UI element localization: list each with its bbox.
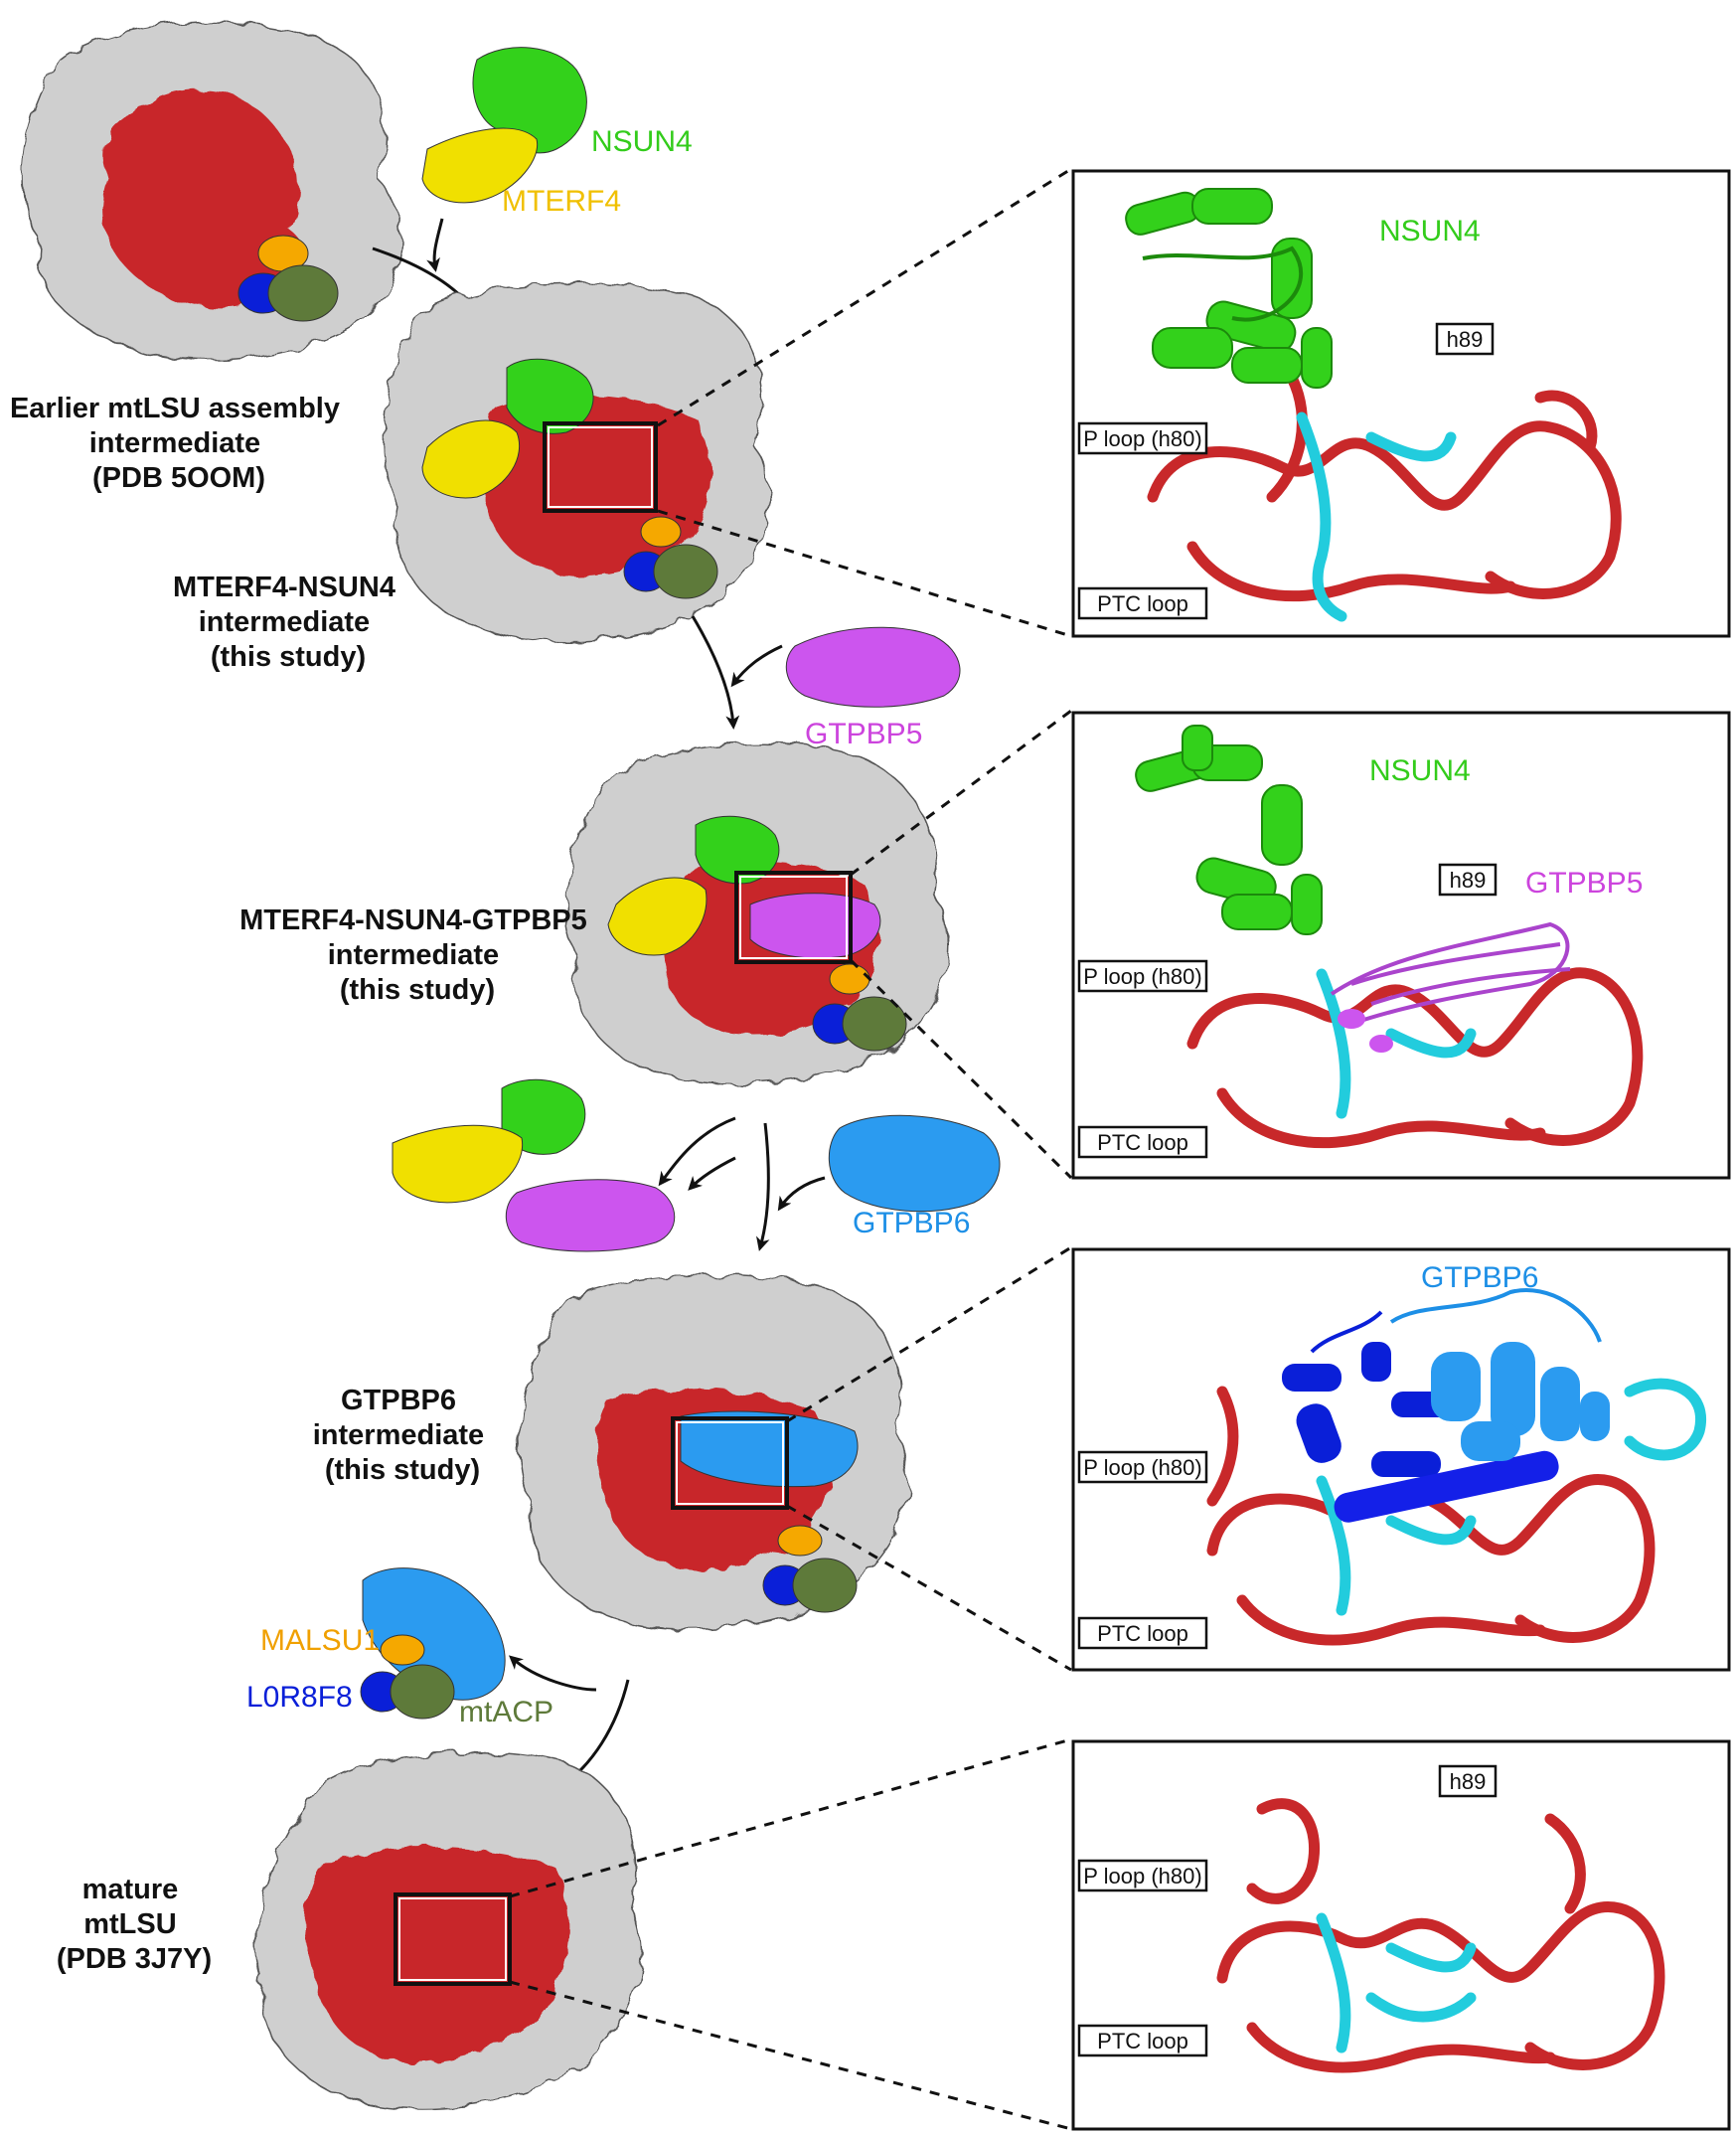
stage-label-mature: mature mtLSU (PDB 3J7Y) (57, 1874, 212, 1975)
zoom4-label-p-loop: P loop (h80) (1083, 1864, 1201, 1888)
released-gtpbp6 (362, 1567, 506, 1701)
zoom1-label-p-loop: P loop (h80) (1083, 426, 1201, 451)
gtpbp5-cartoon (1330, 921, 1571, 1026)
zoom-panel-mterf4-nsun4-gtpbp5: NSUN4 h89 GTPBP5 P loop (h80) PTC loop (1071, 711, 1731, 1180)
gtpbp5-incoming (785, 626, 961, 708)
gtpbp6-incoming (828, 1114, 1001, 1213)
zoom2-label-p-loop: P loop (h80) (1083, 964, 1201, 989)
zoom2-label-gtpbp5: GTPBP5 (1525, 867, 1643, 900)
label-gtpbp5-incoming: GTPBP5 (805, 718, 922, 750)
zoom1-label-ptc-loop: PTC loop (1097, 591, 1188, 616)
label-malsu1: MALSU1 (260, 1624, 380, 1657)
gtpbp6-cartoon (1282, 1288, 1610, 1523)
released-mterf4-nsun4 (392, 1078, 586, 1204)
arrow-stage2-to-3 (691, 615, 740, 730)
nsun4-cartoon-2 (1135, 725, 1323, 935)
zoom-panel-mterf4-nsun4: NSUN4 h89 P loop (h80) PTC loop (1071, 169, 1731, 638)
earlier-mtlsu-structure (21, 21, 402, 362)
zoom2-label-nsun4: NSUN4 (1369, 754, 1471, 787)
gtpbp6-intermediate-structure (520, 1274, 909, 1631)
stage-label-earlier: Earlier mtLSU assembly intermediate (PDB… (10, 393, 348, 494)
arrow-bind-gtpbp5 (730, 644, 783, 688)
stage-label-mterf4-nsun4: MTERF4-NSUN4 intermediate (this study) (173, 572, 403, 673)
released-malsu1-l0r8f8-mtacp (360, 1634, 455, 1720)
zoom2-label-h89: h89 (1450, 868, 1487, 893)
mterf4-nsun4-complex-incoming (421, 47, 587, 204)
label-gtpbp6-incoming: GTPBP6 (853, 1207, 970, 1239)
zoom1-label-nsun4: NSUN4 (1379, 215, 1481, 247)
arrow-release-gtpbp5 (688, 1156, 736, 1191)
arrow-bind-mterf4-nsun4 (426, 218, 444, 272)
label-l0r8f8: L0R8F8 (246, 1681, 353, 1714)
arrow-stage3-to-4 (756, 1122, 770, 1251)
label-mtacp: mtACP (459, 1696, 553, 1728)
released-gtpbp5 (505, 1179, 676, 1252)
zoom2-label-ptc-loop: PTC loop (1097, 1130, 1188, 1155)
zoom4-label-h89: h89 (1450, 1769, 1487, 1794)
zoom3-label-gtpbp6: GTPBP6 (1421, 1261, 1538, 1294)
zoom3-label-ptc-loop: PTC loop (1097, 1621, 1188, 1646)
zoom4-label-ptc-loop: PTC loop (1097, 2029, 1188, 2053)
zoom1-label-h89: h89 (1447, 327, 1484, 352)
stage-label-mterf4-nsun4-gtpbp5: MTERF4-NSUN4-GTPBP5 intermediate (this s… (239, 904, 595, 1006)
nsun4-cartoon (1125, 188, 1333, 389)
zoom3-label-p-loop: P loop (h80) (1083, 1455, 1201, 1480)
zoom-connectors (509, 167, 1073, 2131)
arrow-release-mterf4-nsun4 (658, 1116, 736, 1187)
label-mterf4-incoming: MTERF4 (502, 185, 621, 218)
zoom-panel-gtpbp6: GTPBP6 P loop (h80) PTC loop (1071, 1247, 1731, 1672)
mterf4-nsun4-structure (384, 281, 770, 642)
mterf4-nsun4-gtpbp5-structure (565, 742, 949, 1085)
arrow-bind-gtpbp6 (777, 1176, 826, 1212)
zoom-panel-mature: h89 P loop (h80) PTC loop (1071, 1739, 1731, 2131)
arrow-release-gtpbp6 (508, 1655, 597, 1692)
stage-label-gtpbp6: GTPBP6 intermediate (this study) (313, 1385, 493, 1486)
mature-mtlsu-structure (255, 1751, 643, 2108)
label-nsun4-incoming: NSUN4 (591, 125, 693, 158)
